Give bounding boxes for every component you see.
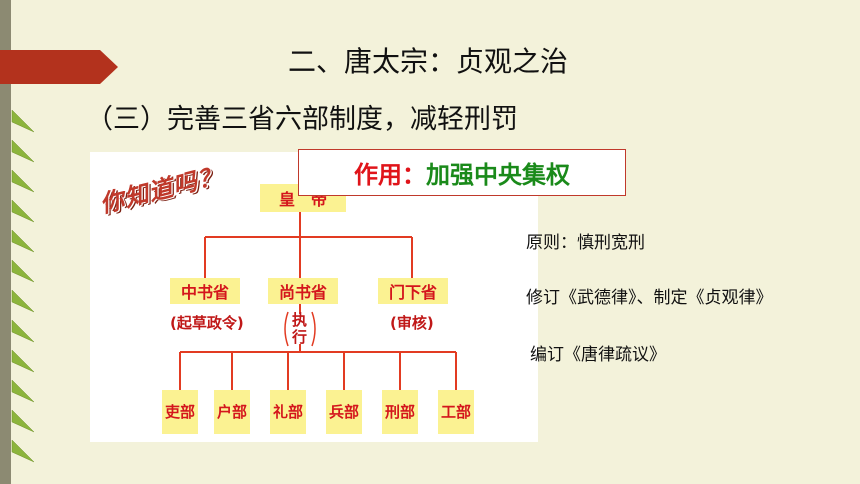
ministry-box: 户部 <box>214 390 250 434</box>
zhongshu-box: 中书省 <box>170 278 240 304</box>
green-chevrons <box>11 109 35 463</box>
effect-colon: ： <box>402 161 426 189</box>
effect-value: 加强中央集权 <box>426 161 570 189</box>
slide-title: 二、唐太宗：贞观之治 <box>288 45 569 78</box>
effect-label: 作用 <box>354 161 402 189</box>
ministry-box: 吏部 <box>162 390 198 434</box>
left-bar <box>0 0 11 484</box>
effect-callout: 作用：加强中央集权 <box>298 149 626 196</box>
org-chart-lines <box>179 212 457 390</box>
ministry-box: 刑部 <box>382 390 418 434</box>
ministry-box: 礼部 <box>270 390 306 434</box>
side-note-principle: 原则：慎刑宽刑 <box>526 233 645 253</box>
menxia-box: 门下省 <box>378 278 448 304</box>
red-arrow-banner <box>0 50 118 84</box>
shangshu-box: 尚书省 <box>268 278 338 304</box>
menxia-note: (审核) <box>390 314 434 332</box>
shangshu-note: 执行 <box>292 311 308 346</box>
side-note-code: 编订《唐律疏议》 <box>530 345 666 365</box>
ministry-box: 工部 <box>438 390 474 434</box>
slide-subtitle: （三）完善三省六部制度，减轻刑罚 <box>86 104 518 135</box>
emperor-box: 皇 帝 <box>260 184 346 212</box>
zhongshu-note: (起草政令) <box>170 314 244 332</box>
ministry-box: 兵部 <box>326 390 362 434</box>
decor-arrows <box>0 50 118 463</box>
side-note-laws: 修订《武德律》、制定《贞观律》 <box>526 288 773 308</box>
org-chart-panel: 你知道吗？ 皇 帝 中书省 尚书省 门下省 (起草政令) 执行 (审核) 吏部 … <box>90 152 538 442</box>
